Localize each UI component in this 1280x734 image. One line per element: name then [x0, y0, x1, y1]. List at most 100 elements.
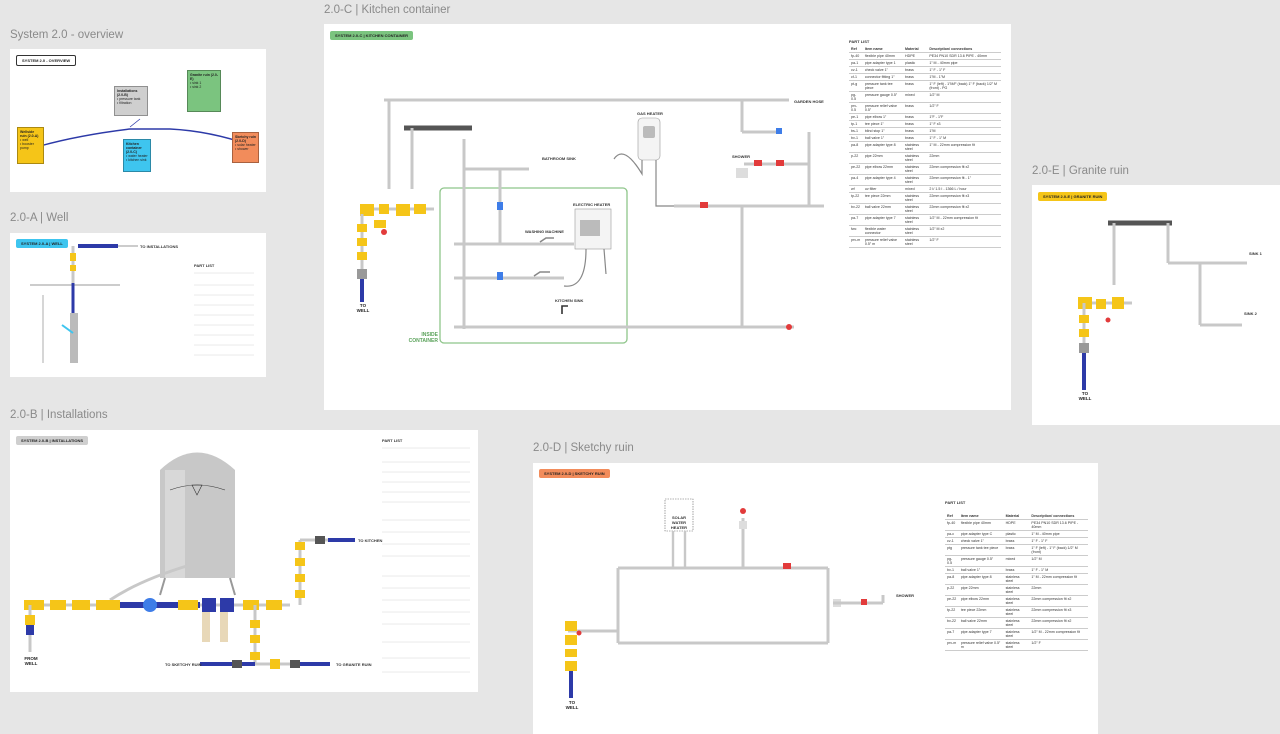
column-header: Ref	[849, 46, 863, 53]
node-item: • sink 1	[190, 81, 202, 85]
frame-overview[interactable]: SYSTEM 2.0 - OVERVIEW Wellside ruin (2.0…	[10, 49, 266, 192]
frame-well[interactable]: SYSTEM 2.0-A | WELL TO INSTALLATIONS PAR…	[10, 233, 266, 377]
frame-installations[interactable]: SYSTEM 2.0-B | INSTALLATIONS	[10, 430, 478, 692]
table-cell: tee piece 1”	[862, 120, 904, 128]
table-cell: PE34 PN10 SDR 13.6 PIPE - 40mm	[927, 52, 1001, 60]
table-cell: prv-0.5	[849, 102, 863, 114]
frame-tag: SYSTEM 2.0-E | GRANITE RUIN	[1038, 192, 1108, 201]
node-title: Installations (2.0-B)	[117, 89, 138, 97]
table-cell: pipe adapter type 7	[862, 214, 904, 226]
column-header: Material	[903, 46, 928, 53]
table-cell: 1”M - 1”M	[927, 73, 1001, 81]
table-cell: ptg	[945, 544, 959, 556]
table-cell: uv filter	[862, 185, 904, 193]
gas-heater-label: GAS HEATER	[637, 111, 663, 116]
table-cell: cv-1	[945, 537, 959, 545]
table-cell: brass	[903, 127, 928, 135]
node-installations[interactable]: Installations (2.0-B) • pressure tank • …	[114, 86, 148, 116]
table-cell: stainless steel	[1003, 595, 1030, 607]
table-cell: plastic	[1003, 530, 1030, 538]
table-cell: brass	[903, 113, 928, 121]
inside-container-label: INSIDE CONTAINER	[408, 332, 438, 344]
table-cell: cv-1	[849, 66, 863, 74]
node-kitchen[interactable]: Kitchen container (2.0-C) • water heater…	[123, 139, 151, 172]
garden-hose-label: GARDEN HOSE	[794, 99, 824, 104]
table-cell: brass	[903, 66, 928, 74]
table-cell: 1” M - 22mm compression fit	[927, 141, 1001, 153]
node-granite[interactable]: Granite ruin (2.0-E) • sink 1 • sink 2	[187, 70, 221, 112]
table-cell: pressure relief valve 0.5” m	[958, 639, 1004, 651]
table-cell: pipe adapter type 8	[862, 141, 904, 153]
table-cell: 1/2” M - 22mm compression fit	[1029, 628, 1088, 640]
table-cell: 1/2” M - 22mm compression fit	[927, 214, 1001, 226]
table-cell: pe-1	[849, 113, 863, 121]
frame-title-sketchy: 2.0-D | Sketchy ruin	[533, 442, 634, 454]
table-cell: blind stop 1”	[862, 127, 904, 135]
table-cell: 22mm compression fit x2	[1029, 617, 1088, 629]
table-cell: 1/2” M	[927, 91, 1001, 103]
column-header: Description/ connections	[927, 46, 1001, 53]
table-cell: 2 I/ 1.5 I - 1366 L / hour	[927, 185, 1001, 193]
shower-label: SHOWER	[896, 593, 914, 598]
node-sketchy[interactable]: Sketchy ruin (2.0-D) • solar heater • sh…	[232, 132, 259, 163]
table-cell: 1” F - 1” M	[927, 134, 1001, 142]
table-cell: 1/2” M x2	[927, 225, 1001, 237]
solar-heater-label: SOLAR WATER HEATER	[670, 515, 688, 530]
node-wellside[interactable]: Wellside ruin (2.0-A) • well • booster p…	[17, 127, 44, 164]
node-item: • pressure tank	[117, 97, 141, 101]
well-diagram	[30, 244, 138, 363]
table-cell: stainless steel	[1003, 639, 1030, 651]
frame-sketchy[interactable]: SYSTEM 2.0-D | SKETCHY RUIN SOLAR WATER …	[533, 463, 1098, 734]
frame-tag: SYSTEM 2.0 - OVERVIEW	[16, 55, 77, 66]
from-well-label: FROM WELL	[24, 656, 38, 666]
table-cell: stainless steel	[1003, 617, 1030, 629]
node-item: • water heater	[126, 154, 148, 158]
table-cell: pe-22	[849, 163, 863, 175]
table-cell: 1/2” F	[927, 236, 1001, 248]
part-list-title: PART LIST	[194, 263, 215, 268]
part-list-title: PART LIST	[382, 438, 403, 443]
table-cell: pipe 22mm	[862, 152, 904, 164]
frame-kitchen[interactable]: SYSTEM 2.0-C | KITCHEN CONTAINER	[324, 24, 1011, 410]
table-cell: fwc	[849, 225, 863, 237]
frame-granite[interactable]: SYSTEM 2.0-E | GRANITE RUIN SINK 1 SINK …	[1032, 185, 1280, 425]
table-cell: 22mm compression fit x2	[927, 203, 1001, 215]
frame-title-installations: 2.0-B | Installations	[10, 409, 108, 421]
electric-heater-label: ELECTRIC HEATER	[573, 202, 611, 207]
table-cell: stainless steel	[903, 236, 928, 248]
washing-machine-label: WASHING MACHINE	[525, 229, 564, 234]
table-cell: pg-0.5	[849, 91, 863, 103]
frame-title-overview: System 2.0 - overview	[10, 29, 124, 41]
table-cell: ball valve 1”	[862, 134, 904, 142]
column-header: Material	[1003, 513, 1030, 520]
table-cell: pipe adapter type 8	[958, 573, 1004, 585]
column-header: Item name	[958, 513, 1004, 520]
node-item: • well	[20, 138, 29, 142]
table-cell: prv-m	[945, 639, 959, 651]
table-cell: p-22	[945, 584, 959, 596]
table-cell: pt-g	[849, 80, 863, 92]
to-well-label: TO WELL	[1078, 391, 1092, 401]
table-cell: tee piece 22mm	[862, 192, 904, 204]
table-cell: 1” F x3	[927, 120, 1001, 128]
table-cell: 1” M - 22mm compression fit	[1029, 573, 1088, 585]
table-cell: 1” M - 40mm pipe	[927, 59, 1001, 67]
column-header: Item name	[862, 46, 904, 53]
table-cell: tp-1	[849, 120, 863, 128]
table-cell: pressure tank tee piece	[958, 544, 1004, 556]
table-cell: stainless steel	[903, 163, 928, 175]
table-cell: pressure tank tee piece	[862, 80, 904, 92]
table-cell: pressure relief valve 0.5”	[862, 102, 904, 114]
node-title: Granite ruin (2.0-E)	[190, 73, 219, 81]
table-cell: tee piece 22mm	[958, 606, 1004, 618]
